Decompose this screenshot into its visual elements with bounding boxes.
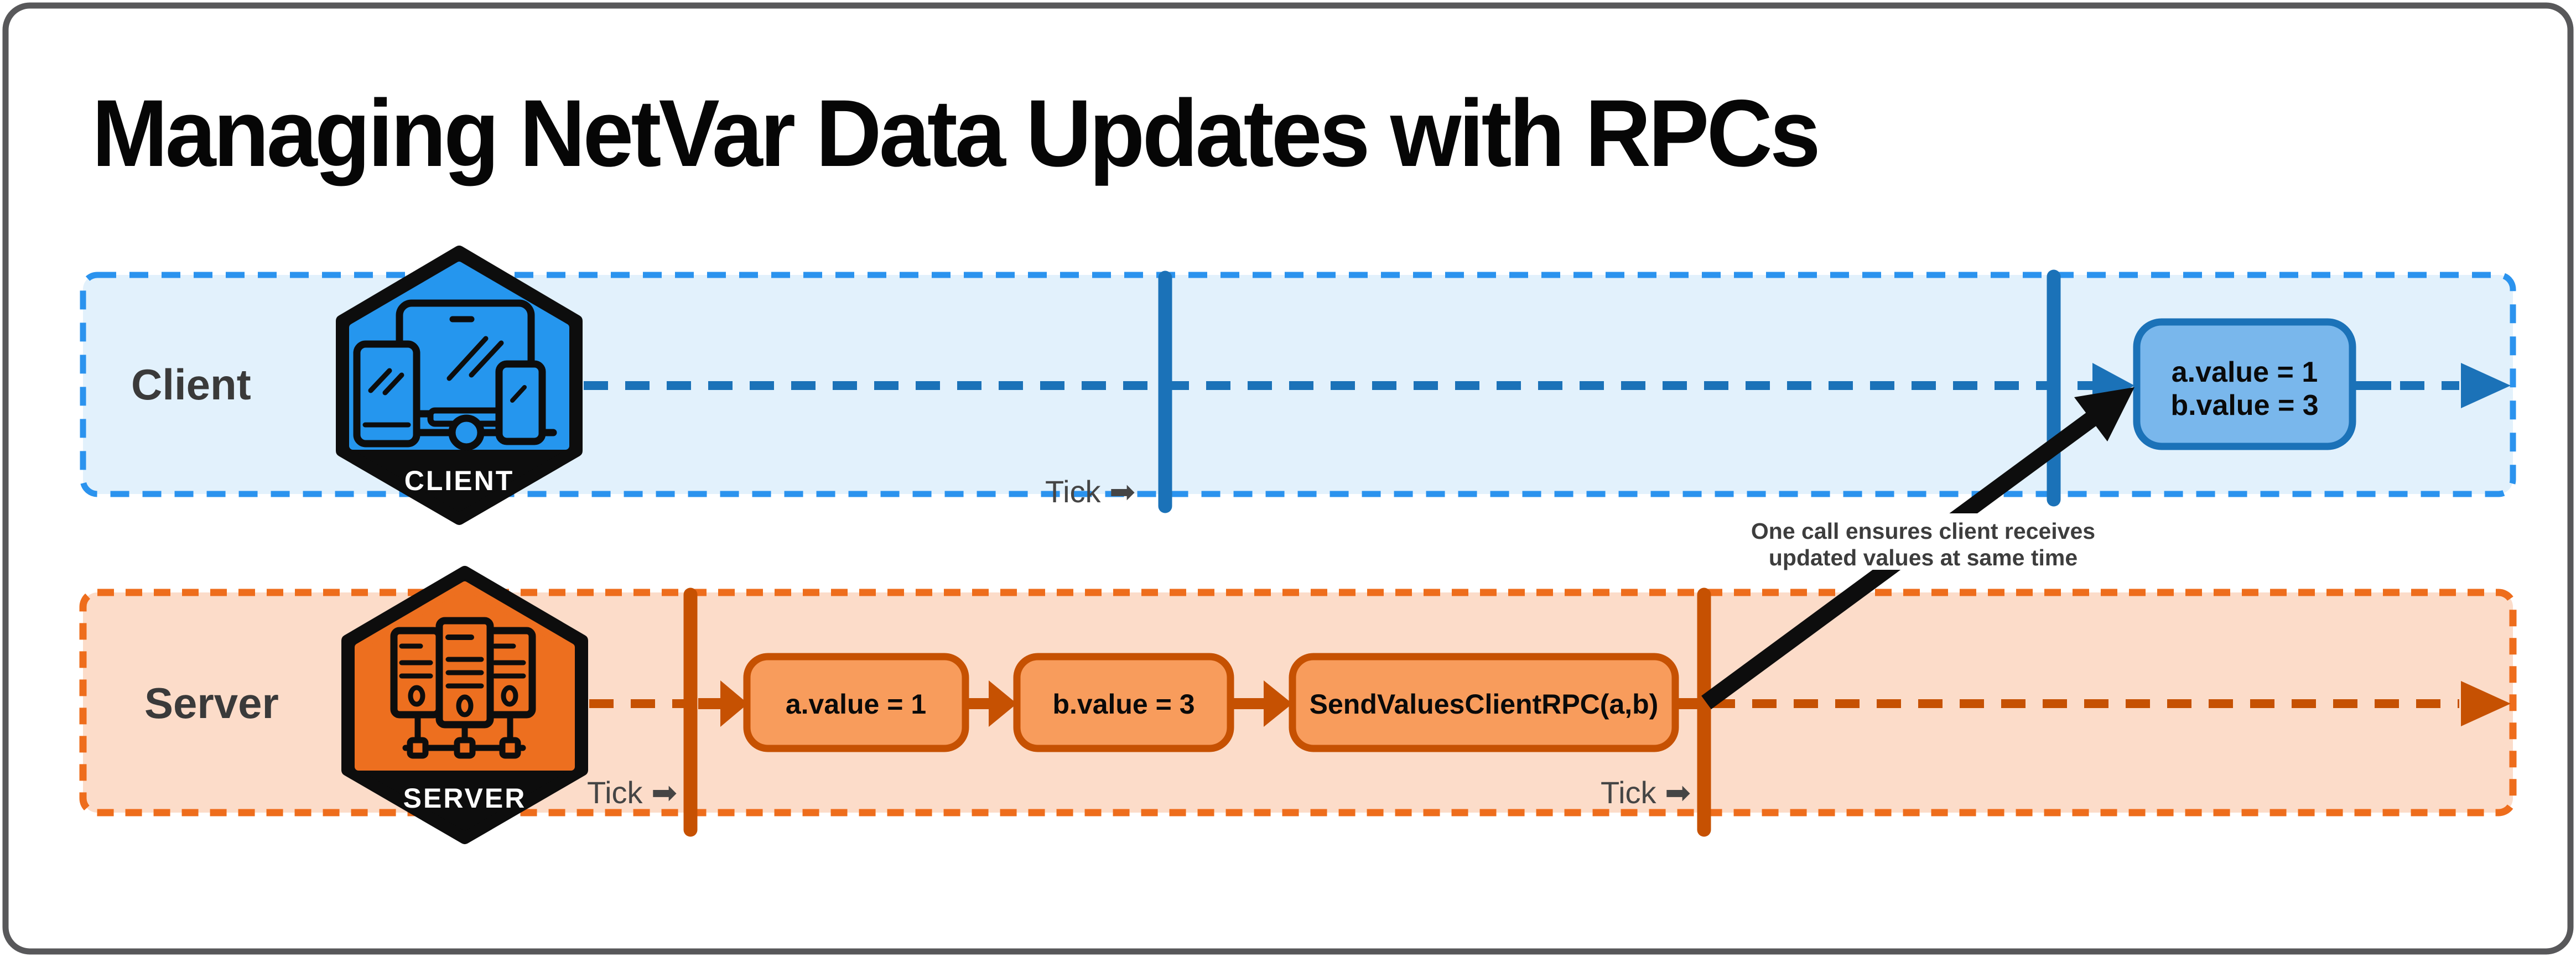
annotation-line2: updated values at same time: [1769, 545, 2078, 570]
rpc-call-arrowhead: [2074, 387, 2134, 441]
server-hexagon-label: SERVER: [403, 783, 527, 814]
annotation: One call ensures client receives updated…: [1751, 513, 2095, 570]
server-step-boxes: a.value = 1 b.value = 3 SendValuesClient…: [743, 653, 1679, 752]
server-tick-label-2: Tick ➡: [1601, 775, 1691, 810]
server-lane: Server Tick ➡ Tick ➡ a.value = 1: [79, 587, 2517, 837]
arrow-to-step2: [989, 680, 1017, 727]
server-step-2-label: b.value = 3: [1052, 689, 1194, 720]
client-timeline-end-arrowhead: [2461, 363, 2511, 408]
annotation-line1: One call ensures client receives: [1751, 518, 2095, 544]
server-racks-icon: [390, 617, 536, 759]
client-result-box: a.value = 1 b.value = 3: [2133, 318, 2356, 450]
server-timeline: [589, 680, 2511, 727]
page-title: Managing NetVar Data Updates with RPCs: [92, 80, 1818, 186]
client-devices-icon: [353, 299, 557, 451]
server-step-box-2: b.value = 3: [1013, 653, 1234, 752]
client-hexagon-badge: CLIENT: [336, 246, 583, 525]
client-timeline: [584, 363, 2511, 408]
arrow-to-step3: [1264, 680, 1292, 727]
server-step-3-label: SendValuesClientRPC(a,b): [1310, 689, 1659, 720]
server-hexagon-badge: SERVER: [341, 566, 588, 844]
client-result-line1: a.value = 1: [2172, 356, 2318, 388]
server-timeline-end-arrowhead: [2461, 681, 2511, 726]
client-lane-label: Client: [131, 360, 251, 409]
server-step-box-3: SendValuesClientRPC(a,b): [1289, 653, 1679, 752]
client-lane: Client Tick ➡ a.value = 1 b.value = 3: [80, 269, 2516, 513]
client-result-line2: b.value = 3: [2170, 389, 2318, 422]
server-step-1-label: a.value = 1: [786, 689, 926, 720]
server-lane-label: Server: [144, 679, 279, 727]
client-tick-label: Tick ➡: [1045, 474, 1135, 509]
arrow-to-step1: [720, 680, 748, 727]
client-hexagon-label: CLIENT: [404, 465, 515, 496]
server-tick-label-1: Tick ➡: [587, 775, 677, 810]
server-step-box-1: a.value = 1: [743, 653, 969, 752]
annotation-backing: [1770, 513, 2076, 570]
